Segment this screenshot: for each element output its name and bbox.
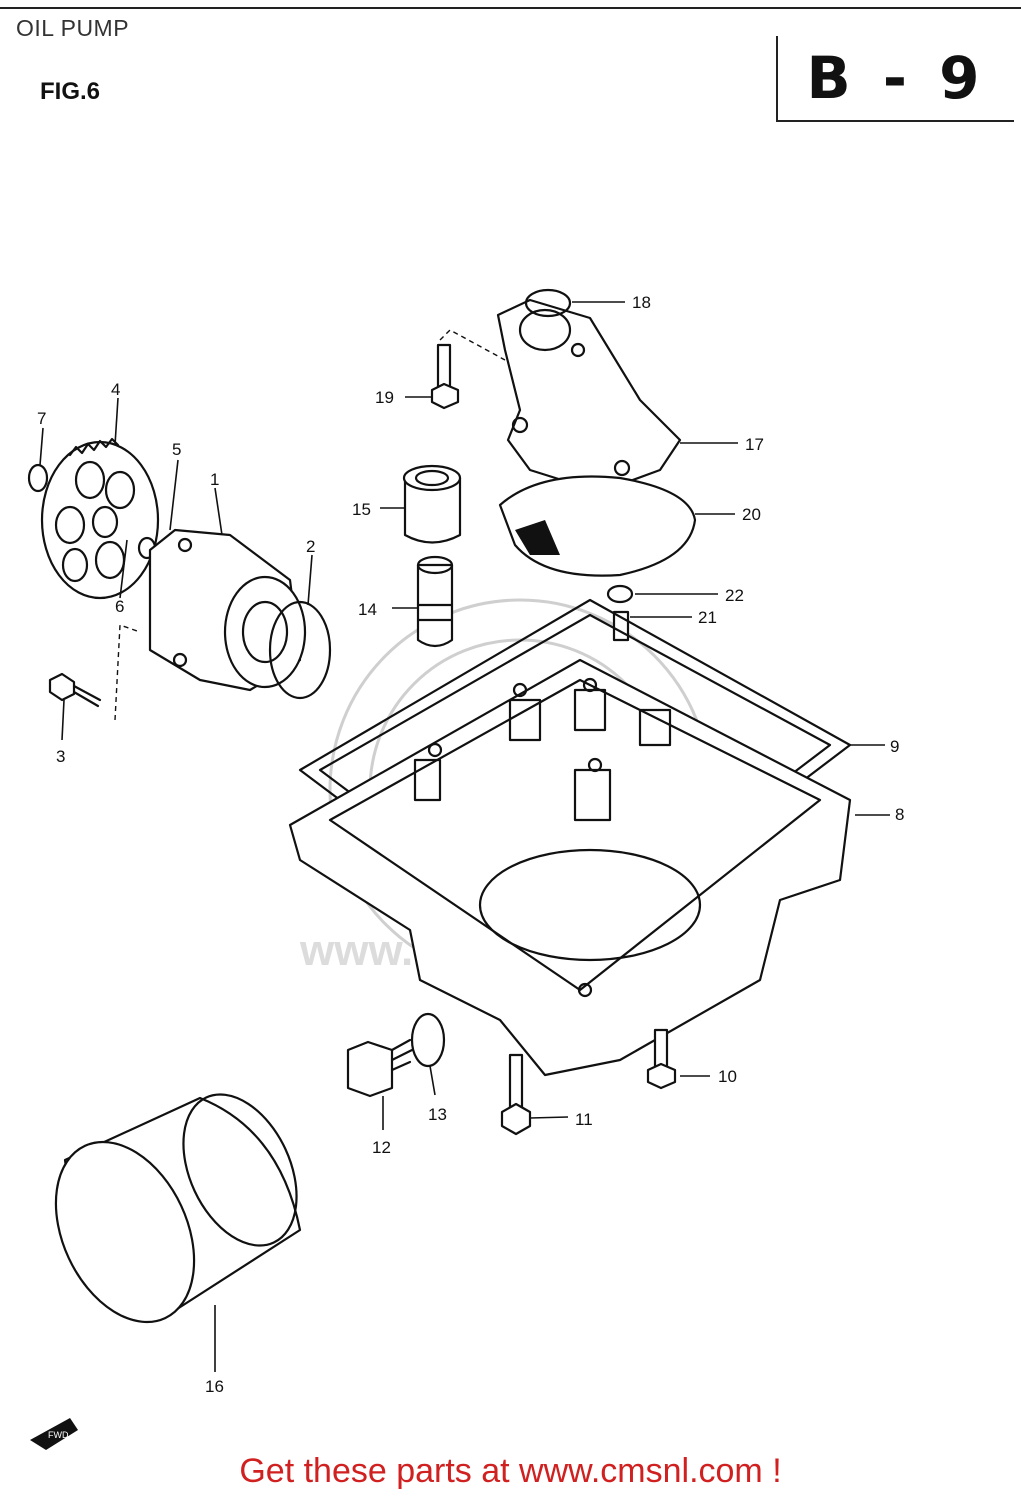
callout-3: 3 [56, 747, 65, 766]
callout-4: 4 [111, 380, 120, 399]
callout-8: 8 [895, 805, 904, 824]
part-12-drain-plug [346, 1038, 414, 1098]
part-1-oil-pump [148, 528, 307, 692]
callout-6: 6 [115, 597, 124, 616]
callout-18: 18 [632, 293, 651, 312]
callout-7: 7 [37, 409, 46, 428]
part-3-bolt [48, 672, 102, 708]
callout-12: 12 [372, 1138, 391, 1157]
callout-5: 5 [172, 440, 181, 459]
part-8-oil-pan [288, 658, 852, 1077]
svg-text:FWD: FWD [48, 1430, 69, 1440]
part-20-screen [498, 475, 697, 577]
callout-1: 1 [210, 470, 219, 489]
callout-10: 10 [718, 1067, 737, 1086]
section-box: B - 9 [776, 36, 1014, 122]
part-18-o-ring [524, 288, 572, 318]
part-4-drive-gear [40, 437, 160, 600]
callout-19: 19 [375, 388, 394, 407]
part-22-washer [606, 584, 634, 604]
part-13-washer [410, 1012, 446, 1068]
footer-banner: Get these parts at www.cmsnl.com ! [0, 1452, 1021, 1491]
part-3-guide [114, 624, 141, 721]
callout-13: 13 [428, 1105, 447, 1124]
callout-22: 22 [725, 586, 744, 605]
page-title: OIL PUMP [16, 15, 130, 41]
leader-lines [39, 301, 890, 1372]
part-10-bolt [646, 1028, 677, 1090]
callout-labels: 1 2 3 4 5 6 7 8 9 10 11 12 13 14 15 16 1… [37, 293, 904, 1396]
part-15-collar [402, 464, 462, 544]
section-label: B - 9 [806, 44, 986, 112]
callout-16: 16 [205, 1377, 224, 1396]
callout-17: 17 [745, 435, 764, 454]
fwd-arrow-icon: FWD [30, 1418, 78, 1450]
callout-2: 2 [306, 537, 315, 556]
callout-15: 15 [352, 500, 371, 519]
callout-9: 9 [890, 737, 899, 756]
part-7-circlip [27, 463, 49, 493]
part-17-strainer [496, 298, 682, 494]
callout-21: 21 [698, 608, 717, 627]
part-16-oil-filter [54, 1093, 302, 1324]
callout-14: 14 [358, 600, 377, 619]
figure-label: FIG.6 [40, 78, 101, 105]
part-14-fitting [416, 555, 454, 648]
callout-11: 11 [575, 1110, 593, 1129]
callout-20: 20 [742, 505, 761, 524]
part-19-bolt [430, 343, 460, 410]
part-2-o-ring [268, 600, 332, 700]
footer-link[interactable]: Get these parts at www.cmsnl.com ! [239, 1452, 782, 1490]
part-11-bolt [500, 1053, 532, 1136]
part-19-guide [439, 329, 506, 361]
